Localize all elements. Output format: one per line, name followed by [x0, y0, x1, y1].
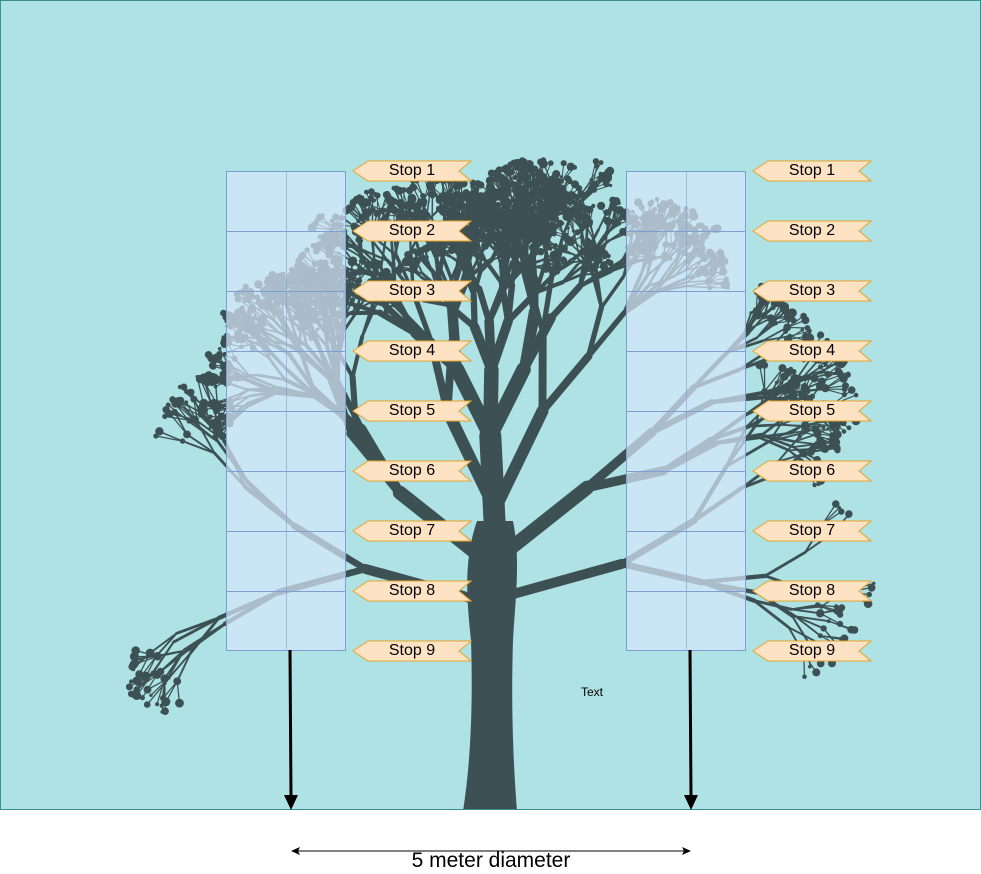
- tree-leaf-cluster: [405, 261, 410, 266]
- tree-leaf-cluster: [221, 311, 225, 315]
- tree-leaf-cluster: [144, 686, 152, 694]
- tree-leaf-cluster: [360, 259, 366, 265]
- tree-leaf-cluster: [375, 193, 381, 199]
- tree-leaf-cluster: [161, 707, 169, 715]
- tree-leaf-cluster: [135, 670, 143, 678]
- tree-leaf-cluster: [184, 400, 188, 404]
- tree-leaf-cluster: [846, 513, 851, 518]
- tree-leaf-cluster: [854, 393, 859, 398]
- tree-leaf-cluster: [801, 316, 809, 324]
- tree-leaf-cluster: [368, 188, 375, 195]
- tree-leaf-cluster: [832, 423, 836, 427]
- tree-branch: [514, 217, 515, 241]
- tree-leaf-cluster: [399, 206, 404, 211]
- tree-leaf-cluster: [847, 626, 855, 634]
- tree-leaf-cluster: [801, 328, 805, 332]
- tree-leaf-cluster: [408, 194, 417, 203]
- tree-leaf-cluster: [847, 425, 852, 430]
- tree-leaf-cluster: [205, 351, 212, 358]
- tree-leaf-cluster: [784, 315, 790, 321]
- tree-leaf-cluster: [368, 195, 374, 201]
- tree-leaf-cluster: [153, 433, 158, 438]
- tree-leaf-cluster: [144, 701, 151, 708]
- tree-leaf-cluster: [848, 386, 856, 394]
- tree-leaf-cluster: [789, 367, 793, 371]
- tree-leaf-cluster: [834, 604, 839, 609]
- tree-leaf-cluster: [149, 694, 152, 697]
- tree-leaf-cluster: [390, 206, 397, 213]
- tree-leaf-cluster: [842, 429, 847, 434]
- tree-leaf-cluster: [345, 206, 352, 213]
- tree-leaf-cluster: [426, 184, 430, 188]
- tree-branch: [787, 327, 807, 328]
- tree-leaf-cluster: [847, 372, 850, 375]
- tree-leaf-cluster: [817, 438, 825, 446]
- tree-leaf-cluster: [200, 374, 204, 378]
- diagram-canvas: Stop 1Stop 2Stop 3Stop 4Stop 5Stop 6Stop…: [0, 0, 981, 810]
- tree-leaf-cluster: [818, 424, 821, 427]
- tree-leaf-cluster: [177, 404, 181, 408]
- tree-leaf-cluster: [450, 195, 457, 202]
- tree-leaf-cluster: [190, 396, 197, 403]
- tree-leaf-cluster: [356, 268, 363, 275]
- tree-leaf-cluster: [488, 185, 495, 192]
- tree-leaf-cluster: [807, 329, 812, 334]
- tree-leaf-cluster: [474, 180, 481, 187]
- tree-branch: [490, 436, 495, 531]
- tree-leaf-cluster: [771, 305, 776, 310]
- tree-leaf-cluster: [409, 183, 416, 190]
- tree-leaf-cluster: [842, 382, 849, 389]
- tree-leaf-cluster: [131, 646, 140, 655]
- tree-leaf-cluster: [401, 189, 405, 193]
- tree-leaf-cluster: [807, 375, 812, 380]
- tree-leaf-cluster: [353, 196, 361, 204]
- tree-leaf-cluster: [175, 699, 184, 708]
- tree-branch: [474, 295, 475, 327]
- tree-leaf-cluster: [218, 347, 222, 351]
- tree-leaf-cluster: [808, 665, 812, 669]
- tree-leaf-cluster: [780, 302, 789, 311]
- tree-leaf-cluster: [211, 376, 219, 384]
- tree-leaf-cluster: [823, 362, 828, 367]
- tree-leaf-cluster: [349, 257, 358, 266]
- tree-leaf-cluster: [171, 409, 178, 416]
- tree-leaf-cluster: [812, 483, 816, 487]
- tree-leaf-cluster: [128, 663, 136, 671]
- tree-leaf-cluster: [161, 697, 170, 706]
- tree-leaf-cluster: [126, 683, 133, 690]
- tree-leaf-cluster: [842, 392, 847, 397]
- tree-leaf-cluster: [816, 383, 823, 390]
- tree-leaf-cluster: [790, 374, 799, 383]
- tree-branch: [508, 285, 512, 321]
- tree-leaf-cluster: [392, 186, 397, 191]
- tree-leaf-cluster: [131, 690, 137, 696]
- tree-leaf-cluster: [180, 384, 187, 391]
- tree-leaf-cluster: [755, 361, 763, 369]
- tree-leaf-cluster: [210, 363, 217, 370]
- tree-leaf-cluster: [516, 206, 524, 214]
- tree-leaf-cluster: [385, 191, 390, 196]
- tree-leaf-cluster: [802, 674, 807, 679]
- tree-leaf-cluster: [822, 425, 826, 429]
- tree-leaf-cluster: [215, 353, 222, 360]
- tree-leaf-cluster: [810, 394, 816, 400]
- tree-leaf-cluster: [838, 508, 844, 514]
- tree-leaf-cluster: [780, 367, 785, 372]
- tree-leaf-cluster: [470, 213, 474, 217]
- tree-leaf-cluster: [364, 190, 369, 195]
- tree-leaf-cluster: [615, 206, 624, 215]
- tree-leaf-cluster: [833, 443, 839, 449]
- tree-leaf-cluster: [812, 668, 820, 676]
- tree-leaf-cluster: [838, 373, 844, 379]
- tree-leaf-cluster: [802, 386, 811, 395]
- tree-leaf-cluster: [817, 331, 824, 338]
- tree-leaf-cluster: [189, 389, 194, 394]
- tree-leaf-cluster: [155, 702, 159, 706]
- tree-leaf-cluster: [429, 192, 435, 198]
